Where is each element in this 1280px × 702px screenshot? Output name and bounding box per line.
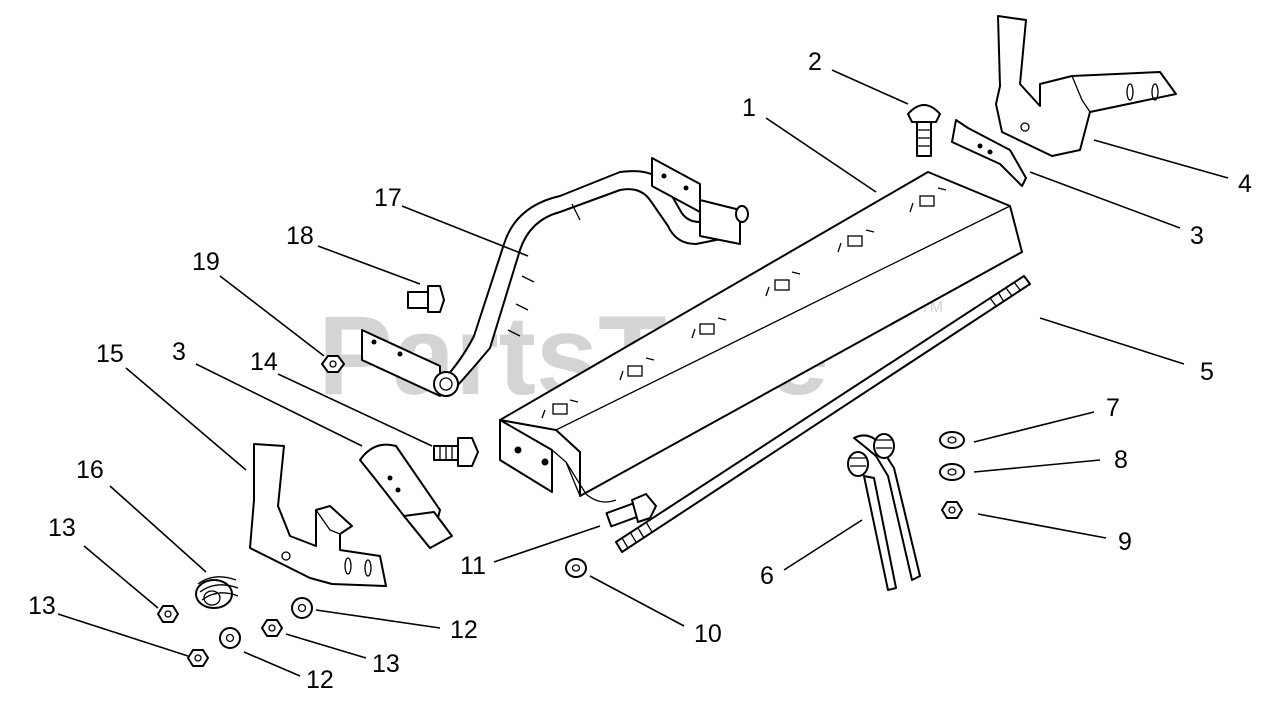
callout-13-b: 13 <box>372 650 400 678</box>
callout-10: 10 <box>694 620 722 648</box>
leader-5 <box>1039 317 1185 365</box>
part-16-spring <box>195 576 239 609</box>
part-11-bolt <box>605 493 657 528</box>
leader-13-a <box>83 545 159 609</box>
leader-6 <box>783 519 863 571</box>
part-12-washer-b <box>219 627 241 649</box>
leader-1 <box>765 117 877 193</box>
callout-labels: 1 2 3 4 5 6 7 8 9 10 11 12 12 13 13 13 1… <box>28 48 1252 694</box>
callout-19: 19 <box>192 248 220 276</box>
callout-11: 11 <box>460 552 486 580</box>
leader-11 <box>493 525 601 563</box>
leader-3-right <box>1029 171 1181 229</box>
callout-3-left: 3 <box>172 338 186 366</box>
leader-16 <box>109 485 207 573</box>
callout-13-c: 13 <box>28 592 56 620</box>
callout-14: 14 <box>250 348 278 376</box>
part-7-washer <box>939 431 965 449</box>
callout-9: 9 <box>1118 528 1132 556</box>
callout-4: 4 <box>1238 170 1252 198</box>
callout-17: 17 <box>374 184 402 212</box>
callout-1: 1 <box>742 94 756 122</box>
leader-4 <box>1093 139 1229 179</box>
callout-12-b: 12 <box>306 666 334 694</box>
part-17-lift-arm <box>361 157 749 397</box>
leader-17 <box>401 205 529 257</box>
part-8-lock-washer <box>939 463 965 481</box>
callout-15: 15 <box>96 340 124 368</box>
part-13-nut-b <box>261 619 283 637</box>
leader-9 <box>977 513 1107 539</box>
leader-15 <box>125 367 247 471</box>
part-10-washer <box>565 558 587 578</box>
part-15-bracket-left <box>249 443 387 587</box>
part-3-plate-left <box>359 443 453 549</box>
callout-13-a: 13 <box>48 514 76 542</box>
part-9-nut <box>941 501 963 519</box>
callout-6: 6 <box>760 562 774 590</box>
part-3-plate-right <box>951 119 1027 187</box>
callout-3-right: 3 <box>1190 222 1204 250</box>
part-5-threaded-rod <box>615 275 1031 553</box>
leader-8 <box>973 459 1101 473</box>
leader-14 <box>277 373 433 447</box>
leader-2 <box>831 69 909 105</box>
part-1-scraper-bar <box>499 171 1023 503</box>
part-2-carriage-bolt <box>907 104 941 157</box>
callout-16: 16 <box>76 456 104 484</box>
leader-18 <box>317 245 421 285</box>
callout-2: 2 <box>808 48 822 76</box>
part-14-bolt <box>433 437 479 467</box>
part-13-nut-c <box>187 649 209 667</box>
part-19-nut <box>321 355 345 373</box>
leader-12-b <box>243 651 301 677</box>
callout-12-a: 12 <box>450 616 478 644</box>
leader-3-left <box>195 363 363 447</box>
callout-7: 7 <box>1106 394 1120 422</box>
leader-10 <box>589 575 685 627</box>
callout-8: 8 <box>1114 446 1128 474</box>
leader-12-a <box>315 609 441 629</box>
leader-7 <box>973 411 1095 443</box>
callout-18: 18 <box>286 222 314 250</box>
part-13-nut-a <box>157 605 179 623</box>
part-12-washer-a <box>291 597 313 619</box>
leader-13-c <box>57 613 189 657</box>
callout-5: 5 <box>1200 358 1214 386</box>
part-4-bracket-right <box>995 15 1177 157</box>
leader-13-b <box>285 633 367 659</box>
leader-lines <box>57 69 1229 677</box>
leader-19 <box>219 275 325 357</box>
part-18-bolt <box>407 285 445 313</box>
part-6-spring-tine <box>847 433 921 591</box>
